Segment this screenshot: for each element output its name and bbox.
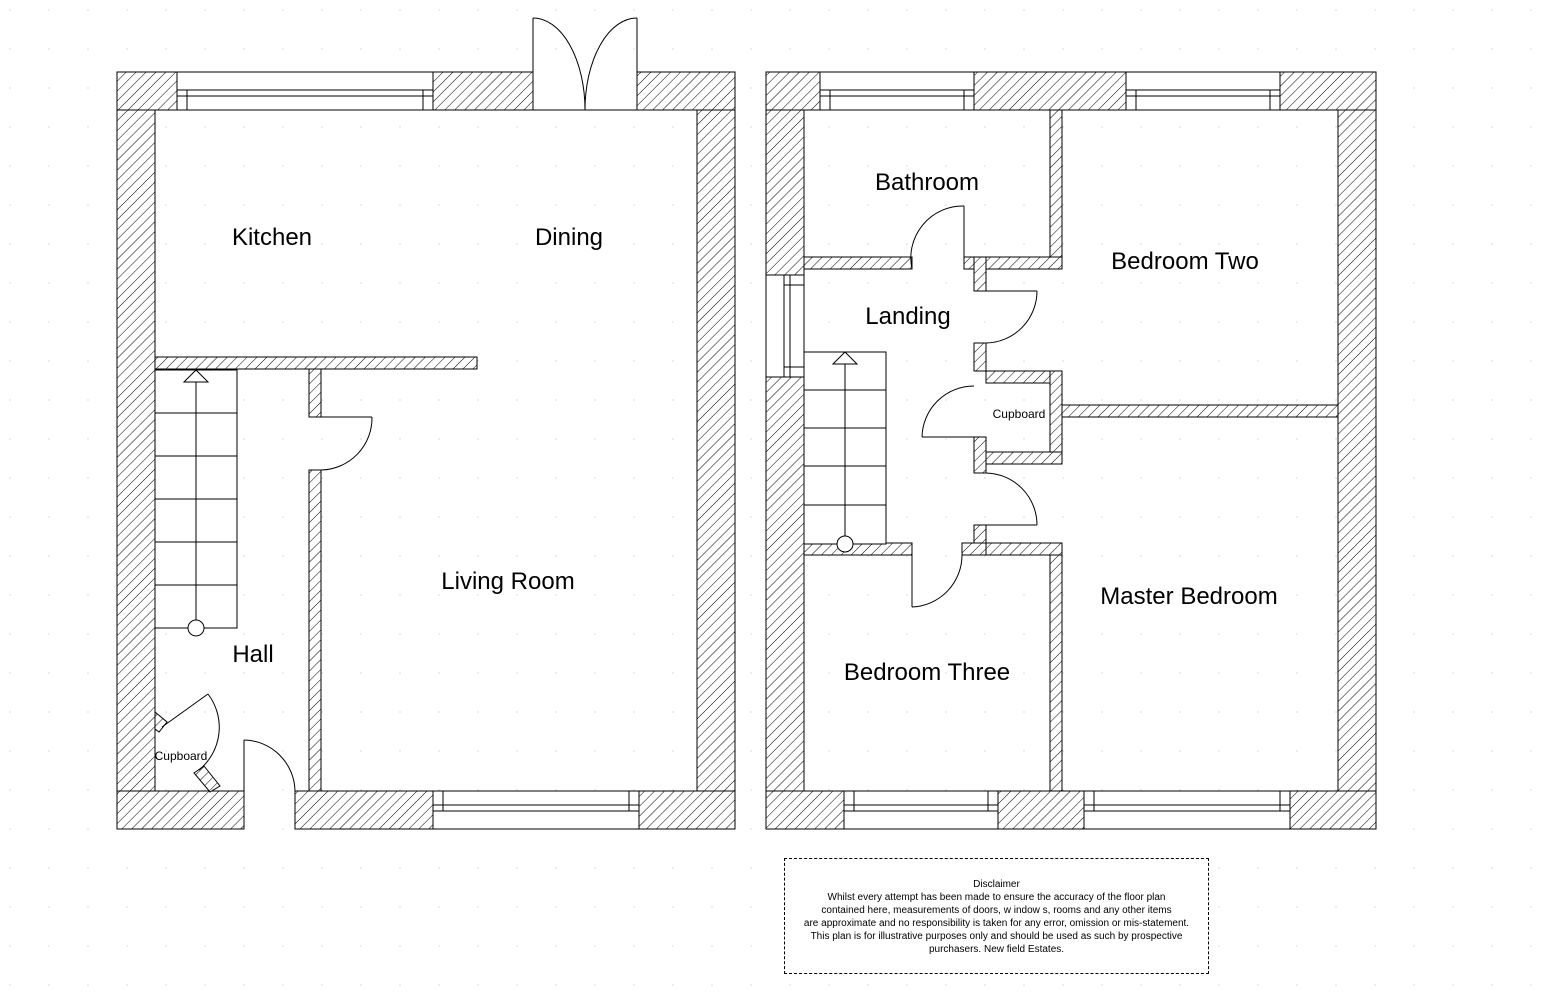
front-door bbox=[243, 739, 296, 829]
bedroom-three-wall-top-left bbox=[803, 542, 913, 556]
disclaimer-box: Disclaimer Whilst every attempt has been… bbox=[784, 858, 1209, 974]
master-bedroom-door bbox=[985, 472, 1038, 526]
first-wall-top-left bbox=[765, 71, 821, 111]
bedroom-two-window bbox=[1125, 71, 1281, 111]
ground-floor-plan: Kitchen Dining Living Room Hall Cupboard bbox=[116, 17, 736, 830]
bathroom-wall-bottom-left bbox=[803, 256, 913, 270]
first-wall-right bbox=[1337, 71, 1377, 830]
master-wall-top bbox=[985, 542, 1063, 556]
kitchen-window bbox=[176, 71, 434, 111]
bedroom-three-window bbox=[843, 790, 999, 830]
kitchen-hall-partition bbox=[154, 356, 478, 370]
dining-french-doors bbox=[532, 17, 638, 111]
disclaimer-line: This plan is for illustrative purposes o… bbox=[810, 931, 1183, 942]
first-wall-left-lower bbox=[765, 376, 805, 830]
room-label-living-room: Living Room bbox=[441, 568, 574, 595]
cupboard-wall-bottom bbox=[985, 451, 1063, 465]
bathroom-window bbox=[819, 71, 975, 111]
disclaimer-line: Whilst every attempt has been made to en… bbox=[827, 892, 1166, 903]
landing-window bbox=[765, 274, 805, 378]
bedroom-two-door bbox=[985, 290, 1038, 344]
room-label-landing: Landing bbox=[865, 303, 950, 330]
room-label-hall-cupboard: Cupboard bbox=[155, 749, 208, 763]
hall-living-wall-upper bbox=[308, 368, 322, 418]
bedroom-divider bbox=[1061, 404, 1339, 418]
first-wall-bottom-left bbox=[765, 790, 845, 830]
living-room-door bbox=[320, 416, 373, 471]
first-wall-bottom-mid bbox=[997, 790, 1085, 830]
ground-staircase bbox=[154, 369, 238, 637]
ground-wall-top-mid bbox=[432, 71, 534, 111]
bedroom-three-wall-top-right bbox=[961, 542, 987, 556]
room-label-dining: Dining bbox=[535, 224, 603, 251]
ground-wall-bottom-right bbox=[638, 790, 736, 830]
landing-cupboard-door bbox=[921, 385, 986, 438]
first-wall-top-mid bbox=[973, 71, 1127, 111]
ground-wall-bottom-left bbox=[116, 790, 245, 830]
first-wall-top-right bbox=[1279, 71, 1377, 111]
bedroom-two-wall-left-lower bbox=[973, 342, 987, 372]
master-bedroom-window bbox=[1083, 790, 1291, 830]
first-staircase bbox=[803, 351, 887, 553]
room-label-hall: Hall bbox=[232, 641, 273, 668]
room-label-kitchen: Kitchen bbox=[232, 224, 312, 251]
ground-wall-bottom-mid bbox=[294, 790, 434, 830]
ground-wall-left bbox=[116, 71, 156, 830]
disclaimer-title: Disclaimer bbox=[973, 879, 1020, 890]
bathroom-door bbox=[910, 205, 965, 270]
bedroom-three-door bbox=[911, 543, 963, 608]
first-floor-plan: Bathroom Landing Bedroom Two Cupboard Ma… bbox=[765, 71, 1377, 830]
room-label-master-bedroom: Master Bedroom bbox=[1100, 583, 1277, 610]
cupboard-wall-right bbox=[1049, 370, 1063, 465]
room-label-landing-cupboard: Cupboard bbox=[993, 407, 1046, 421]
room-label-bedroom-two: Bedroom Two bbox=[1111, 248, 1259, 275]
living-room-window bbox=[432, 790, 640, 830]
room-label-bathroom: Bathroom bbox=[875, 169, 979, 196]
ground-wall-right bbox=[696, 71, 736, 830]
disclaimer-line: are approximate and no responsibility is… bbox=[803, 918, 1190, 929]
bathroom-wall-right bbox=[1049, 109, 1063, 269]
master-wall-left bbox=[1049, 542, 1063, 792]
ground-wall-top-right bbox=[636, 71, 736, 111]
ground-wall-top-left bbox=[116, 71, 178, 111]
room-label-bedroom-three: Bedroom Three bbox=[844, 659, 1010, 686]
disclaimer-line: contained here, measurements of doors, w… bbox=[821, 905, 1172, 916]
disclaimer-line: purchasers. New field Estates. bbox=[928, 944, 1065, 955]
bedroom-two-wall-left-upper bbox=[973, 256, 987, 292]
cupboard-wall-left bbox=[973, 436, 987, 474]
first-wall-bottom-right bbox=[1289, 790, 1377, 830]
hall-cupboard-door bbox=[154, 693, 221, 793]
hall-living-wall-lower bbox=[308, 469, 322, 792]
